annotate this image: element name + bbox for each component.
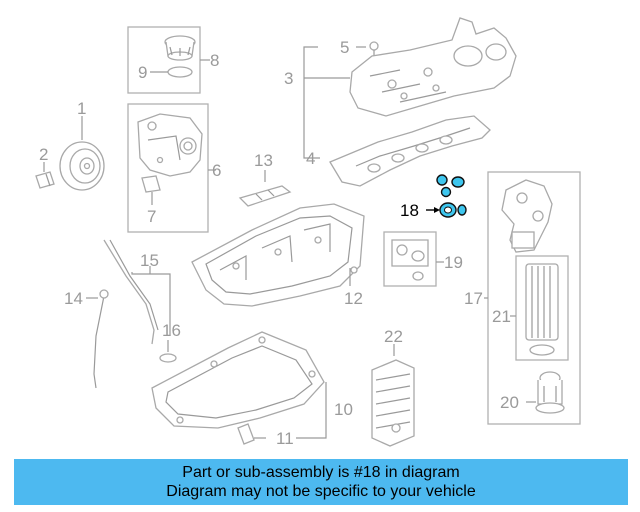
callout-13: 13 [254, 151, 273, 170]
dipstick-seal [159, 353, 177, 363]
head-cover-gasket [329, 115, 491, 187]
oil-filter-housing [501, 179, 553, 253]
highlighted-seal-18 [436, 174, 467, 218]
callout-9: 9 [138, 63, 147, 82]
callout-15: 15 [140, 251, 159, 270]
banner-line-1: Part or sub-assembly is #18 in diagram [182, 464, 460, 481]
timing-cover [137, 113, 203, 177]
oil-baffle [238, 185, 292, 207]
vibration-damper [59, 141, 105, 191]
callout-1: 1 [77, 99, 86, 118]
dipstick-tube [103, 239, 159, 345]
oil-filter-cap [535, 371, 565, 414]
callout-11: 11 [276, 429, 294, 448]
callout-12: 12 [344, 289, 363, 308]
callout-8: 8 [210, 51, 219, 70]
filter-element-box [515, 255, 569, 361]
callout-4: 4 [306, 149, 315, 168]
filler-cap-seal [167, 66, 193, 78]
cylinder-head-cover [349, 17, 517, 117]
callout-14: 14 [64, 289, 83, 308]
timing-cover-seal [141, 175, 161, 193]
callout-16: 16 [162, 321, 181, 340]
callout-10: 10 [334, 400, 353, 419]
banner-line-2: Diagram may not be specific to your vehi… [166, 483, 476, 500]
callout-3: 3 [284, 69, 293, 88]
lower-oil-pan [151, 331, 325, 429]
callout-5: 5 [340, 38, 349, 57]
callout-7: 7 [147, 207, 156, 226]
oil-filter-element [525, 263, 559, 356]
timing-cover-box [127, 103, 209, 233]
callout-22: 22 [384, 327, 403, 346]
cooler-gasket-box [383, 231, 437, 287]
upper-oil-pan [191, 203, 365, 307]
damper-bolt [35, 171, 55, 189]
callout-17: 17 [464, 289, 483, 308]
oil-filler-cap [164, 35, 196, 61]
callout-2: 2 [39, 145, 48, 164]
dipstick [93, 289, 109, 389]
oil-cooler [371, 359, 415, 447]
callout-21: 21 [492, 307, 511, 326]
drain-plug [237, 423, 266, 445]
oil-cooler-gasket [391, 239, 429, 281]
info-banner: Part or sub-assembly is #18 in diagram D… [14, 459, 628, 505]
callout-18: 18 [400, 201, 419, 220]
callout-19: 19 [444, 253, 463, 272]
callout-20: 20 [500, 393, 519, 412]
callout-6: 6 [212, 161, 221, 180]
